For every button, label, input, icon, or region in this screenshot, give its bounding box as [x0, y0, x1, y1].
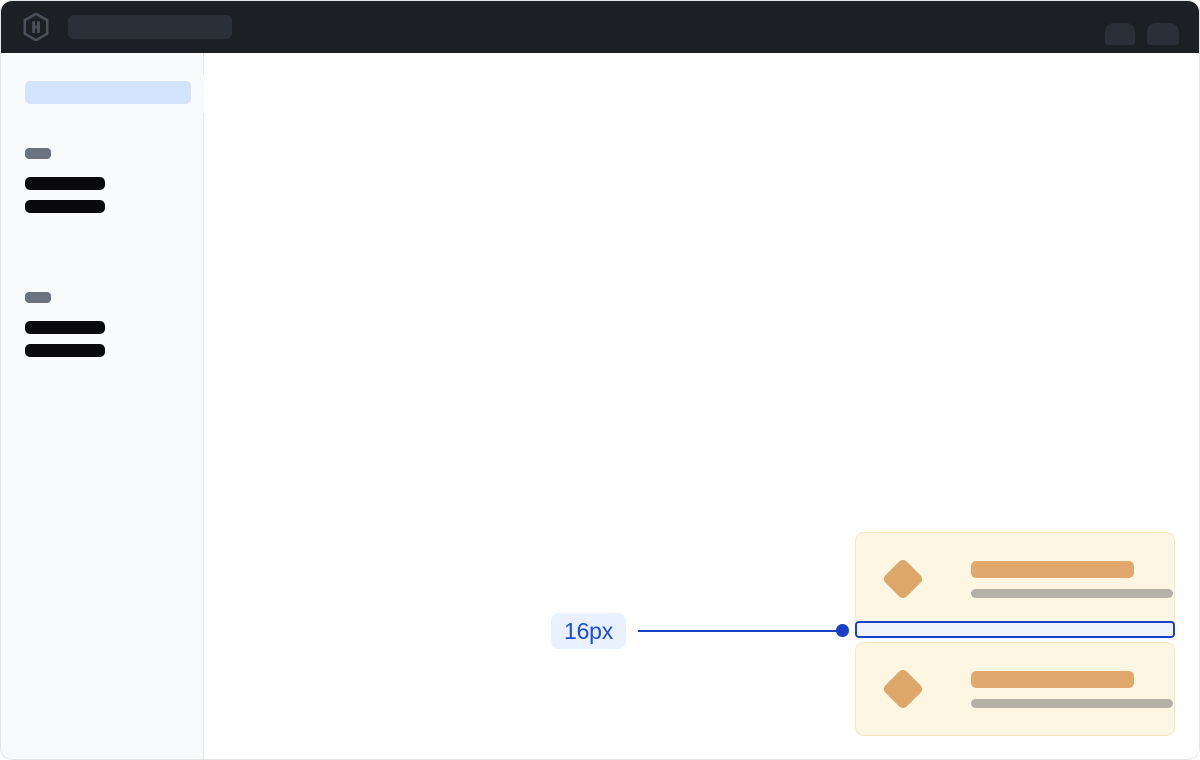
sidebar-group-2 — [25, 292, 105, 357]
diamond-icon — [881, 667, 925, 711]
sidebar-item-active[interactable] — [25, 81, 191, 104]
list-item[interactable] — [855, 642, 1175, 736]
card-text-block — [971, 670, 1173, 708]
card-subtitle — [971, 698, 1173, 708]
sidebar-item-g2-2[interactable] — [25, 344, 105, 357]
topbar-action-2[interactable] — [1147, 23, 1179, 45]
spacing-leader-line — [638, 630, 843, 632]
sidebar — [1, 53, 204, 759]
card-subtitle — [971, 588, 1173, 598]
card-text-block — [971, 560, 1173, 598]
diamond-icon — [881, 557, 925, 601]
sidebar-group-1 — [25, 148, 105, 213]
main-canvas: 16px — [204, 53, 1199, 759]
card-content — [856, 533, 1174, 625]
sidebar-item-g1-1[interactable] — [25, 177, 105, 190]
top-navigation-bar — [1, 1, 1199, 53]
card-content — [856, 643, 1174, 735]
sidebar-item-g2-1[interactable] — [25, 321, 105, 334]
list-item[interactable] — [855, 532, 1175, 626]
card-title — [971, 670, 1134, 688]
topbar-actions — [1105, 1, 1179, 53]
hashicorp-hexagon-logo-icon[interactable] — [23, 13, 49, 41]
global-search-input[interactable] — [68, 15, 232, 39]
topbar-action-1[interactable] — [1105, 23, 1135, 45]
sidebar-item-g1-2[interactable] — [25, 200, 105, 213]
spacing-leader-dot-icon — [836, 624, 849, 637]
card-title — [971, 560, 1134, 578]
sidebar-group-1-label — [25, 148, 51, 159]
spacing-value-label: 16px — [551, 613, 627, 649]
sidebar-group-2-label — [25, 292, 51, 303]
